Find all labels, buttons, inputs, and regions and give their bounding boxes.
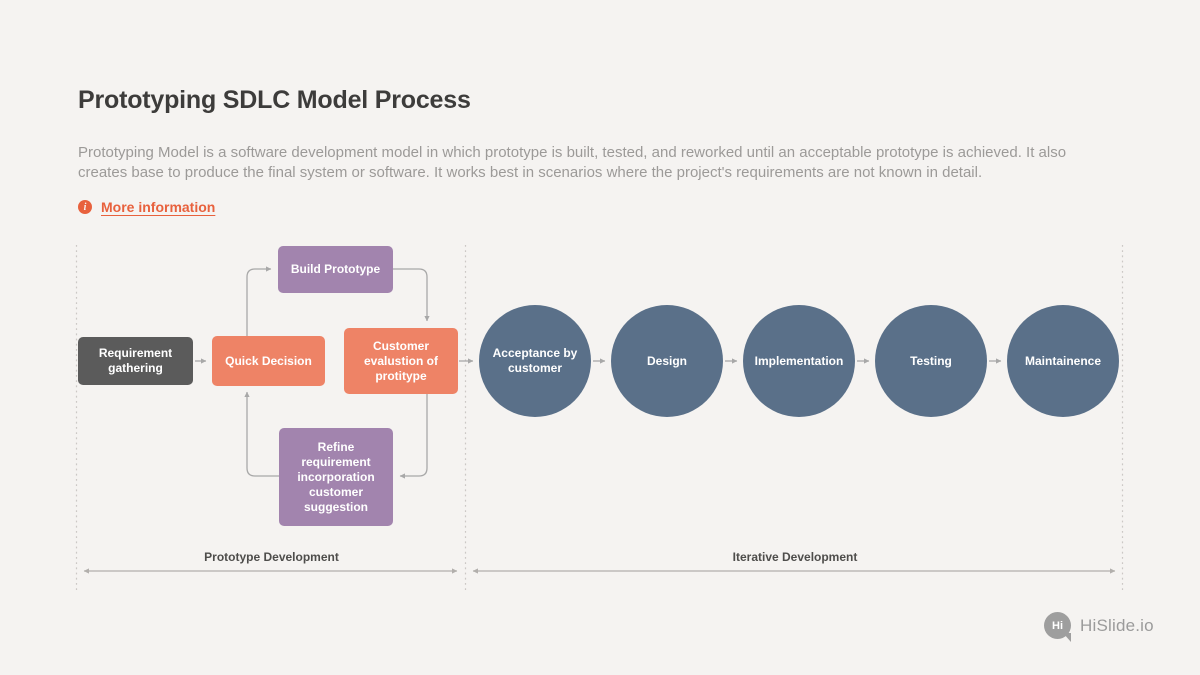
arrow-refine-to-quick	[244, 391, 279, 477]
arrow-evaluation-to-refine	[399, 394, 428, 479]
box-requirement-gathering: Requirement gathering	[78, 337, 193, 385]
slide-description: Prototyping Model is a software developm…	[78, 144, 1067, 181]
circle-design: Design	[611, 305, 723, 417]
phase-label-iterative-development: Iterative Development	[732, 550, 858, 564]
phase-boundary-dotted-lines	[75, 245, 1124, 592]
arrow-build-to-evaluation	[393, 268, 430, 322]
box-build-prototype: Build Prototype	[278, 246, 393, 293]
page-title: Prototyping SDLC Model Process	[78, 86, 471, 114]
circle-acceptance-by-customer: Acceptance by customer	[479, 305, 591, 417]
brand-footer: Hi HiSlide.io	[1044, 612, 1154, 642]
box-refine-requirement: Refine requirement incorporation custome…	[279, 428, 393, 526]
box-quick-decision: Quick Decision	[212, 336, 325, 386]
more-information-link[interactable]: i More information	[78, 199, 215, 215]
brand-name: HiSlide.io	[1080, 615, 1154, 635]
more-information-label: More information	[101, 199, 216, 215]
circle-implementation: Implementation	[743, 305, 855, 417]
circle-maintainence: Maintainence	[1007, 305, 1119, 417]
info-icon: i	[78, 200, 92, 214]
circle-testing: Testing	[875, 305, 987, 417]
hislide-logo-icon: Hi	[1044, 612, 1071, 642]
box-customer-evaluation: Customer evalustion of protitype	[344, 328, 458, 394]
phase-label-prototype-development: Prototype Development	[204, 550, 339, 564]
arrow-quick-to-build	[246, 266, 272, 336]
